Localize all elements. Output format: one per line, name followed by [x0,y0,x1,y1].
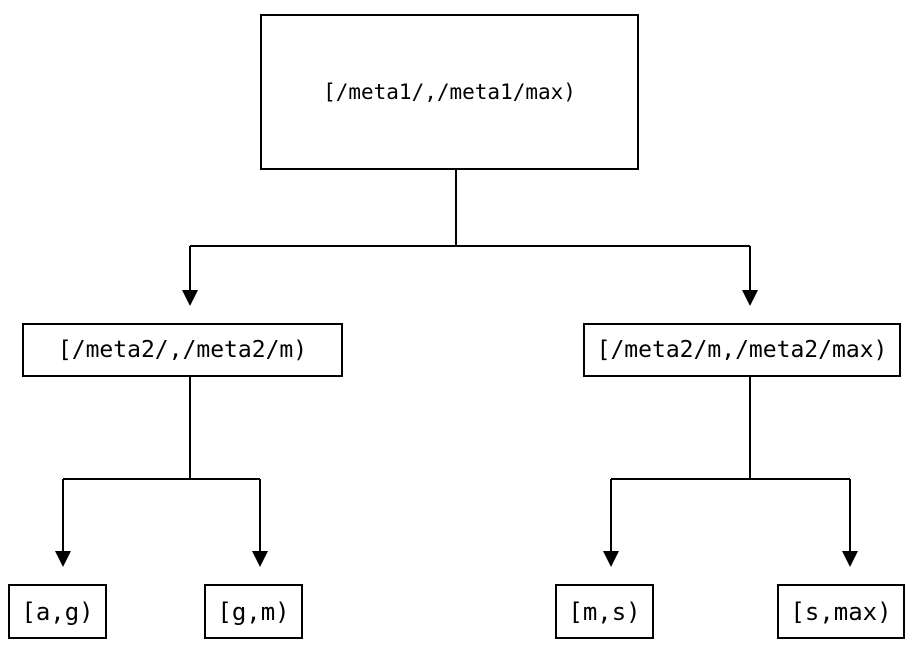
tree-node-s-max: [s,max) [777,584,905,639]
tree-node-root: [/meta1/,/meta1/max) [260,14,639,170]
tree-node-m-s: [m,s) [555,584,654,639]
tree-node-meta2-low: [/meta2/,/meta2/m) [22,323,343,377]
tree-node-g-m: [g,m) [204,584,303,639]
node-label: [g,m) [217,597,290,626]
arrowhead-icon [182,290,198,306]
node-label: [/meta1/,/meta1/max) [323,80,576,104]
arrowhead-icon [252,551,268,567]
node-label: [/meta2/,/meta2/m) [57,337,308,363]
arrowhead-icon [55,551,71,567]
node-label: [m,s) [568,597,641,626]
tree-node-a-g: [a,g) [8,584,107,639]
tree-node-meta2-high: [/meta2/m,/meta2/max) [583,323,901,377]
node-label: [a,g) [21,597,94,626]
arrowhead-icon [742,290,758,306]
arrowhead-icon [603,551,619,567]
arrowhead-icon [842,551,858,567]
node-label: [s,max) [790,597,892,626]
node-label: [/meta2/m,/meta2/max) [596,337,888,363]
